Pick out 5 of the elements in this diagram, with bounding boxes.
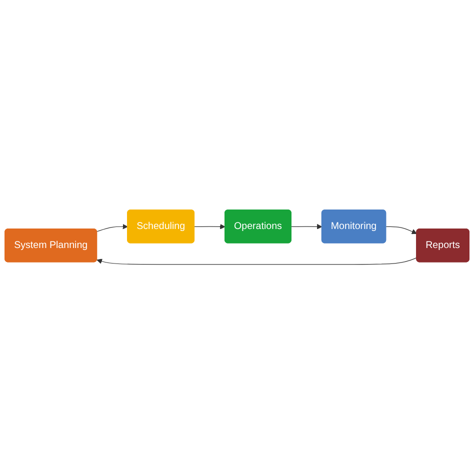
arrow bbox=[194, 224, 226, 230]
arrow bbox=[96, 224, 128, 232]
arrow bbox=[291, 224, 322, 230]
arrow bbox=[386, 226, 417, 234]
arrow bbox=[96, 257, 418, 265]
